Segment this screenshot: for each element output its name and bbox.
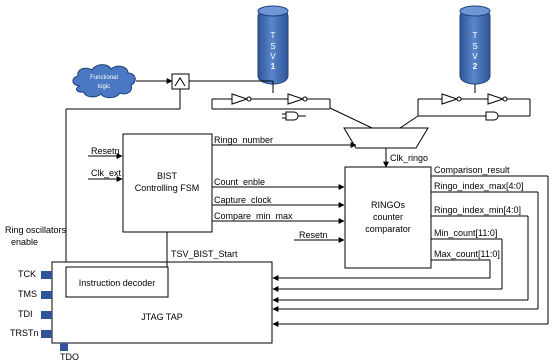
ringos-block: RINGOs counter comparator (344, 166, 432, 269)
clk-ringo-label: Clk_ringo (390, 153, 428, 163)
tsv-2: T S V 2 (459, 5, 491, 85)
bist-subtitle: Controlling FSM (135, 183, 200, 193)
wire-chain1-to-mux (329, 107, 373, 129)
jtag-tap-label: JTAG TAP (141, 312, 183, 322)
tsv-bist-start-label: TSV_BIST_Start (171, 249, 238, 259)
comparison-result-label: Comparison_result (434, 165, 510, 175)
jtag-pins: TCK TMS TDI TRSTn TDO (10, 269, 79, 362)
ringos-subtitle-2: comparator (365, 224, 411, 234)
ringos-subtitle-1: counter (373, 212, 403, 222)
min-count-label: Min_count[11:0] (434, 228, 497, 238)
tsv-1-letter-t: T (271, 31, 276, 40)
bist-resetn-label: Resetn (91, 146, 120, 156)
pin-tdi-label: TDI (18, 309, 33, 319)
ringo-mux (343, 127, 429, 149)
pin-tck-port (41, 271, 52, 279)
functional-mux (171, 73, 190, 90)
functional-logic-label-1: Functional (90, 75, 118, 81)
ringo-index-min-label: Ringo_index_min[4:0] (434, 205, 521, 215)
pin-tdi-port (41, 311, 52, 319)
tsv-1: T S V 1 (257, 5, 289, 85)
tsv2-ring-chain (417, 93, 531, 121)
bist-fsm-block: BIST Controlling FSM (122, 133, 213, 233)
tsv1-ring-chain (211, 93, 331, 121)
jtag-tap-block: Instruction decoder JTAG TAP (51, 261, 273, 344)
compare-min-max-label: Compare_min_max (214, 211, 293, 221)
tsv-1-letter-v: V (270, 52, 276, 61)
ringo-index-max-label: Ringo_index_max[4:0] (434, 181, 524, 191)
count-enble-label: Count_enble (214, 177, 265, 187)
wire-chain2-to-mux (399, 115, 419, 129)
pin-tdo-label: TDO (60, 352, 79, 362)
pin-tck-label: TCK (18, 269, 36, 279)
functional-logic-label-2: logic (98, 84, 110, 90)
instruction-decoder-box (65, 266, 169, 298)
tsv-2-letter-t: T (473, 31, 478, 40)
tsv-2-index: 2 (473, 62, 478, 71)
ringos-title: RINGOs (371, 200, 406, 210)
tsv-1-letter-s: S (270, 42, 275, 51)
pin-trstn-port (41, 330, 52, 338)
functional-logic-cloud: Functional logic (72, 64, 136, 99)
ringos-resetn-label: Resetn (299, 230, 328, 240)
pin-trstn-label: TRSTn (10, 328, 39, 338)
bist-title: BIST (157, 171, 178, 181)
instruction-decoder-label: Instruction decoder (79, 278, 156, 288)
tsv-1-index: 1 (271, 62, 276, 71)
tsv-2-letter-s: S (472, 42, 477, 51)
pin-tms-label: TMS (18, 289, 37, 299)
bist-clk-ext-label: Clk_ext (91, 168, 122, 178)
tsv-2-letter-v: V (472, 52, 478, 61)
ringo-number-label: Ringo_number (214, 135, 273, 145)
ring-osc-enable-label-2: enable (11, 237, 38, 247)
pin-tms-port (41, 291, 52, 299)
max-count-label: Max_count[11:0] (434, 249, 500, 259)
capture-clock-label: Capture_clock (214, 195, 272, 205)
ring-osc-enable-label-1: Ring oscillators (5, 225, 67, 235)
pin-tdo-port (60, 343, 68, 351)
